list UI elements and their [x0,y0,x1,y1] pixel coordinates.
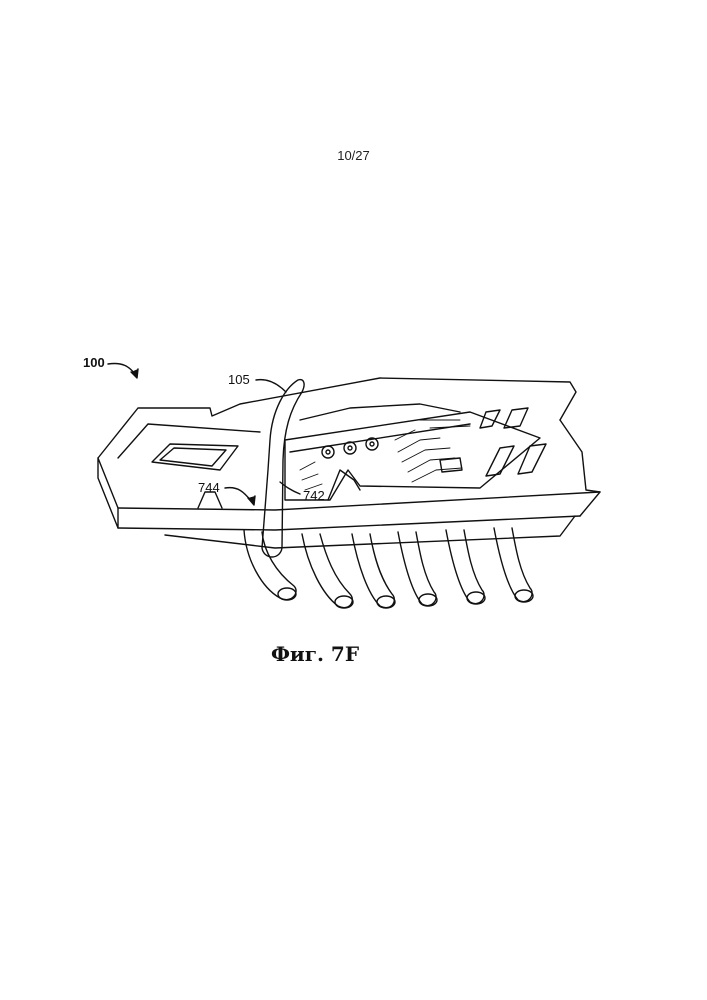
circuit-ring [348,446,352,450]
body-front-top-edge [118,492,600,510]
circuit-ring [344,442,356,454]
circuit-ring [370,442,374,446]
leg-tip [377,596,395,608]
label-100: 100 [83,355,105,370]
leg-tip [278,588,296,600]
leader-744 [225,488,252,502]
chip [440,458,462,472]
body-top-outline [98,378,576,458]
label-744: 744 [198,480,220,495]
label-105: 105 [228,372,250,387]
arrowhead-744 [248,496,255,505]
vent-slot [504,408,528,428]
circuit-ring [322,446,334,458]
leader-100 [108,364,136,377]
body-front-bottom [118,516,580,530]
circuit-ring [326,450,330,454]
inner-bevel [118,424,260,458]
front-window-inner [160,448,226,466]
body-right-end [560,420,600,516]
label-742: 742 [303,488,325,503]
leg-tip [515,590,533,602]
circuit-traces [300,420,470,490]
leg-tip [335,596,353,608]
body-lower-shell [165,516,575,548]
leg-tip [419,594,437,606]
leg-1 [244,530,296,600]
leader-105 [256,380,286,392]
panel-divider [290,424,470,452]
vent-slot [518,444,546,474]
front-window [152,444,238,470]
body-left-face [98,458,118,528]
leg-tip [467,592,485,604]
figure-caption: Фиг. 7F [0,642,630,666]
